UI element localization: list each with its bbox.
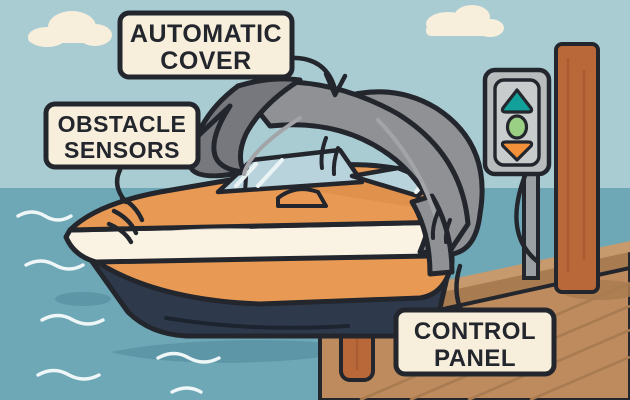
cover-open-button[interactable] <box>500 88 534 114</box>
boat-hull-keel-line <box>164 316 350 330</box>
label-automatic-cover-line1: AUTOMATIC <box>130 20 282 48</box>
control-panel[interactable] <box>482 67 552 280</box>
label-obstacle-sensors[interactable]: OBSTACLE SENSORS <box>43 101 201 170</box>
cover-close-button[interactable] <box>500 140 534 162</box>
water-shadow-small <box>55 292 111 306</box>
cover-flap-tip <box>186 103 247 179</box>
cover-creases <box>319 136 452 244</box>
cover-seams <box>242 116 438 220</box>
label-automatic-cover[interactable]: AUTOMATIC COVER <box>117 10 295 80</box>
boat-water-shadow <box>110 340 370 363</box>
cover-stop-button[interactable] <box>505 114 529 140</box>
control-panel-cable <box>514 165 541 265</box>
label-obstacle-sensors-line1: OBSTACLE <box>58 111 187 137</box>
label-obstacle-sensors-line2: SENSORS <box>64 137 180 163</box>
automatic-cover-arrowhead <box>323 71 348 98</box>
mooring-post <box>554 42 600 294</box>
label-control-panel-line1: CONTROL <box>414 318 536 345</box>
boat-seat <box>276 187 328 208</box>
cloud-right <box>426 5 504 37</box>
obstacle-sensors-leader-line <box>114 167 129 205</box>
label-control-panel-line2: PANEL <box>434 345 516 372</box>
boat-bow-highlight <box>95 228 251 242</box>
cloud-left <box>28 11 112 47</box>
label-control-panel[interactable]: CONTROL PANEL <box>393 307 557 377</box>
water-waves <box>16 210 221 394</box>
label-automatic-cover-line2: COVER <box>160 47 251 75</box>
